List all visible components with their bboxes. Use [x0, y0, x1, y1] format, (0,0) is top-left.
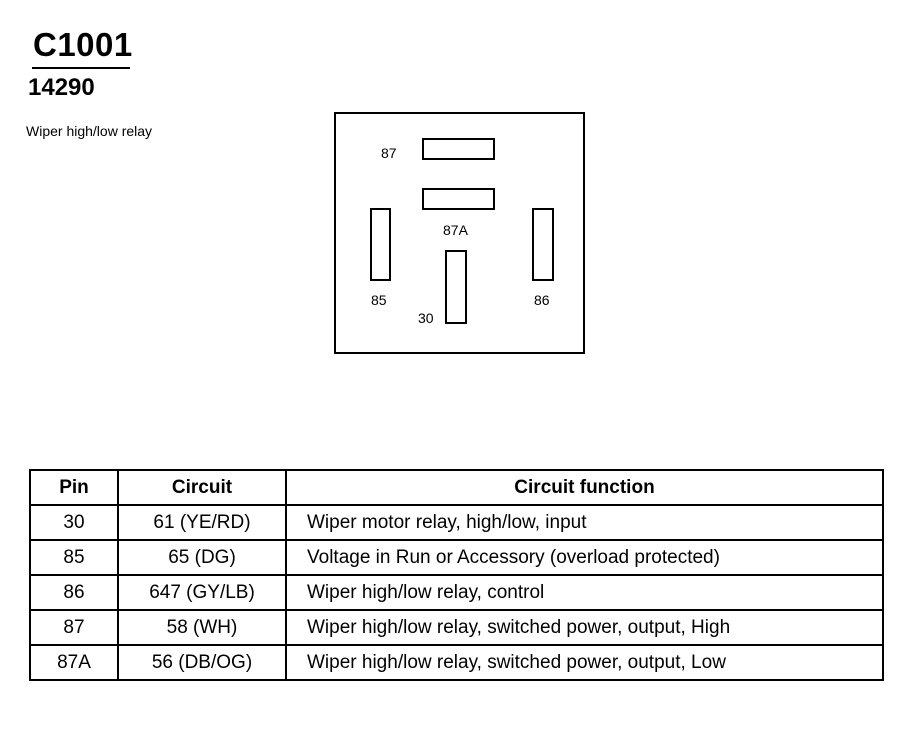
cell-function: Wiper high/low relay, switched power, ou… — [285, 609, 884, 646]
terminal-86 — [532, 208, 554, 281]
pin-table: Pin Circuit Circuit function 30 61 (YE/R… — [29, 469, 884, 681]
cell-function: Wiper high/low relay, switched power, ou… — [285, 644, 884, 681]
pin-label-87a: 87A — [443, 222, 468, 238]
cell-pin: 30 — [29, 504, 119, 541]
cell-pin: 86 — [29, 574, 119, 611]
cell-function: Wiper high/low relay, control — [285, 574, 884, 611]
table-row: 87 58 (WH) Wiper high/low relay, switche… — [29, 609, 884, 646]
header-circuit-function: Circuit function — [285, 469, 884, 506]
cell-circuit: 647 (GY/LB) — [117, 574, 287, 611]
header-pin: Pin — [29, 469, 119, 506]
terminal-87 — [422, 138, 495, 160]
cell-circuit: 65 (DG) — [117, 539, 287, 576]
table-header-row: Pin Circuit Circuit function — [29, 469, 884, 506]
table-row: 86 647 (GY/LB) Wiper high/low relay, con… — [29, 574, 884, 611]
part-number: 14290 — [28, 74, 95, 101]
cell-pin: 87A — [29, 644, 119, 681]
cell-pin: 85 — [29, 539, 119, 576]
table-row: 85 65 (DG) Voltage in Run or Accessory (… — [29, 539, 884, 576]
cell-circuit: 61 (YE/RD) — [117, 504, 287, 541]
pin-label-30: 30 — [418, 310, 434, 326]
cell-pin: 87 — [29, 609, 119, 646]
title-divider — [32, 67, 130, 69]
connector-description: Wiper high/low relay — [26, 123, 153, 139]
header-circuit: Circuit — [117, 469, 287, 506]
terminal-85 — [370, 208, 391, 281]
terminal-30 — [445, 250, 467, 324]
pin-label-85: 85 — [371, 292, 387, 308]
connector-face: 87 87A 85 86 30 — [334, 112, 585, 354]
connector-id: C1001 — [33, 26, 133, 63]
pin-label-87: 87 — [381, 145, 397, 161]
cell-function: Wiper motor relay, high/low, input — [285, 504, 884, 541]
cell-circuit: 58 (WH) — [117, 609, 287, 646]
cell-function: Voltage in Run or Accessory (overload pr… — [285, 539, 884, 576]
pin-label-86: 86 — [534, 292, 550, 308]
cell-circuit: 56 (DB/OG) — [117, 644, 287, 681]
table-row: 30 61 (YE/RD) Wiper motor relay, high/lo… — [29, 504, 884, 541]
terminal-87a — [422, 188, 495, 210]
table-row: 87A 56 (DB/OG) Wiper high/low relay, swi… — [29, 644, 884, 681]
